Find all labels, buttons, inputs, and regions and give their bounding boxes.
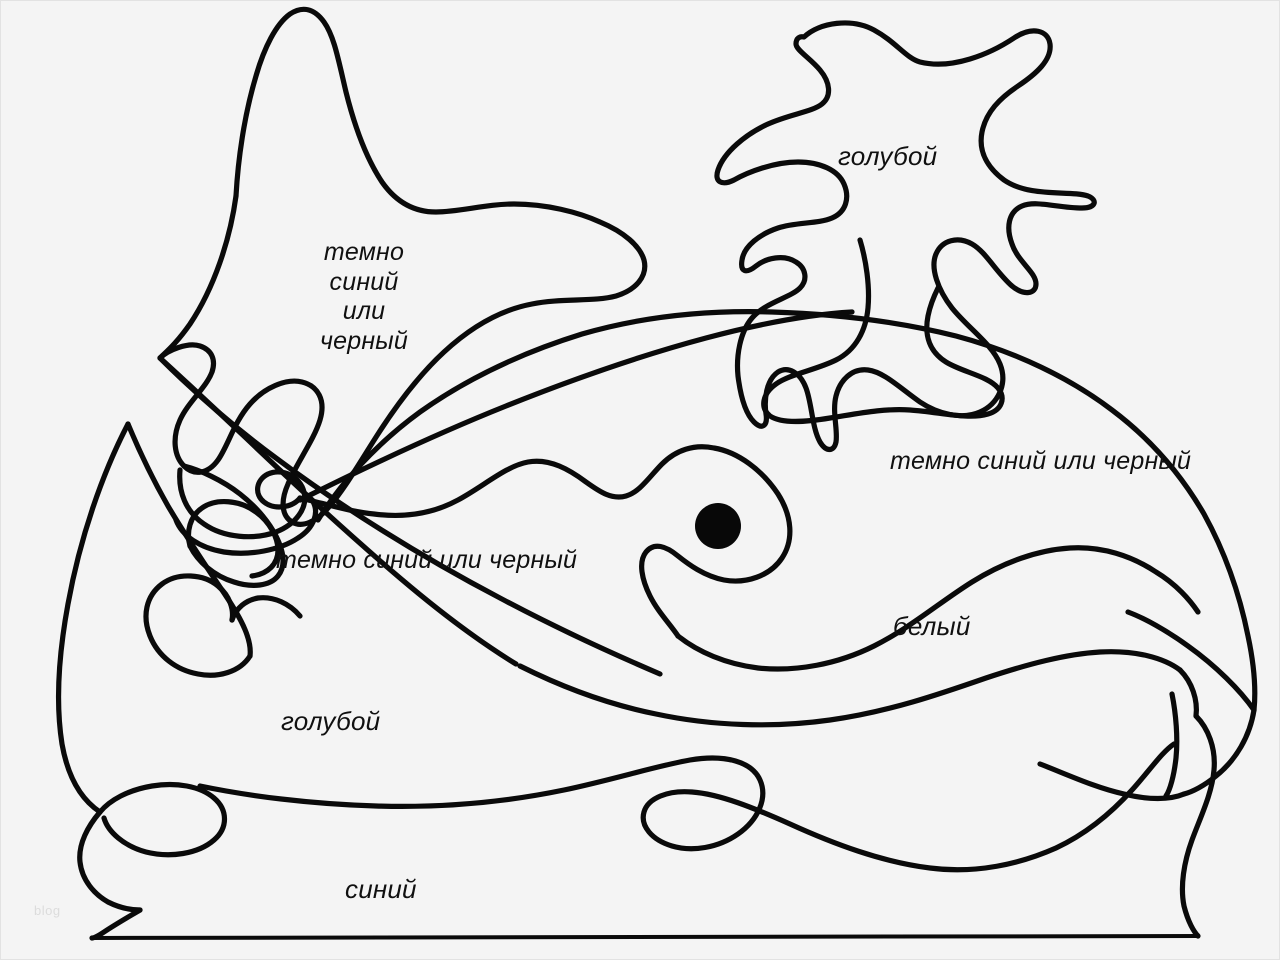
color-label-light-blue-palm: голубой [838, 141, 938, 171]
color-label-blue-base: синий [345, 874, 417, 904]
color-label-light-blue-lower: голубой [281, 706, 381, 736]
knob-pair-left-upper [177, 467, 308, 540]
lower-wave-seam [197, 741, 1177, 873]
dolphin-left-shoulder [125, 421, 253, 659]
dolphin-upper-silhouette [315, 309, 1258, 713]
base-left-knob [77, 809, 143, 913]
base-horizontal-line [91, 934, 1199, 940]
color-label-dark-blue-or-black-body: темно синий или черный [890, 447, 1192, 475]
right-flank-seam [1037, 761, 1187, 802]
right-body-edge-lower [1181, 707, 1257, 797]
base-left-upper-arc [97, 781, 228, 858]
left-pectoral-knob [143, 573, 253, 678]
dolphin-back-long-curve [157, 355, 663, 677]
label-line-3: черный [319, 326, 408, 355]
right-mid-vertical-seam [1163, 691, 1180, 799]
belly-seam-upper [517, 649, 1183, 728]
dolphin-jaw-underside [675, 545, 1201, 672]
palm-crown-outline [714, 20, 1097, 453]
label-line-2: или [342, 297, 386, 325]
base-right-fin [1179, 713, 1217, 939]
knob-left-lower-arc [173, 497, 319, 556]
left-inner-lobe [229, 595, 303, 623]
dolphin-left-flank [56, 421, 131, 815]
palm-trunk-left-edge [761, 237, 1005, 425]
color-label-dark-blue-or-black-middle: темно синий или черный [276, 546, 578, 574]
dolphin-back-sweep [157, 355, 519, 667]
dolphin-eye [695, 503, 741, 549]
right-upper-seam [1125, 609, 1257, 713]
base-left-descender [89, 907, 143, 941]
label-line-1: темно синий [323, 238, 405, 296]
color-label-white-belly: белый [893, 611, 971, 641]
puzzle-seam-centre [297, 444, 793, 639]
color-label-dark-blue-or-black-tail: темно синий или черный [292, 238, 436, 356]
dolphin-tail-left-edge [157, 193, 239, 361]
melon-diagonal-line [297, 309, 855, 503]
puzzle-knob-upper-left [181, 463, 286, 588]
belly-seam-right-link [1177, 667, 1199, 719]
blog-watermark: blog [34, 903, 61, 918]
